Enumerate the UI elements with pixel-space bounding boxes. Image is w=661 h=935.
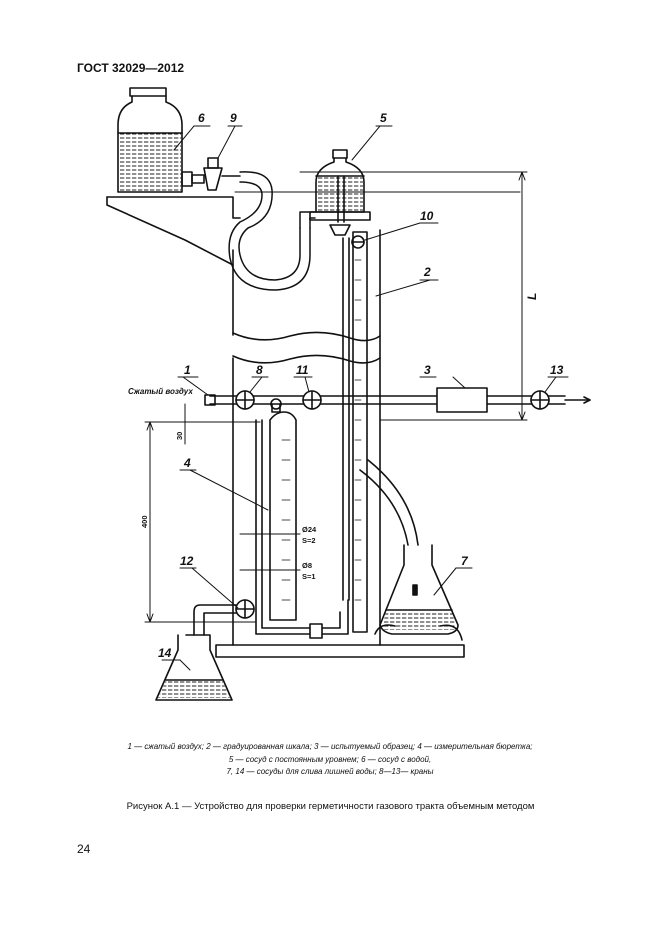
flexible-hose [228,171,316,291]
page-number: 24 [77,842,91,856]
top-shelf [106,171,528,266]
label-4: 4 [183,456,191,470]
label-10: 10 [420,209,434,223]
drain-flask-14 [155,634,233,701]
label-L: L [525,293,539,300]
legend-line-2: 5 — сосуд с постоянным уровнем; 6 — сосу… [228,754,432,764]
stand-frame [215,229,465,658]
drain-flask-7 [374,544,463,641]
legend-line-3: 7, 14 — сосуды для слива лишней воды; 8—… [226,767,434,776]
air-line [204,394,591,406]
water-vessel-6 [117,87,241,193]
label-6: 6 [198,111,205,125]
figure-caption: Рисунок А.1 — Устройство для проверки ге… [126,801,535,812]
graduated-scale-2 [342,231,419,633]
label-11: 11 [296,363,309,377]
valve-12[interactable] [235,599,255,619]
dim-s2: S=2 [302,536,316,545]
label-1: 1 [184,363,191,377]
label-2: 2 [423,265,431,279]
dim-30: 30 [175,432,184,440]
label-13: 13 [550,363,564,377]
standard-header: ГОСТ 32029—2012 [77,61,185,75]
diameter-marks [239,533,301,571]
valve-10[interactable] [351,235,365,249]
dimension-L [379,171,528,421]
dim-d24: Ø24 [302,525,317,534]
measuring-burette-4 [255,398,349,639]
constant-level-vessel-5 [309,149,371,236]
inlet-label: Сжатый воздух [128,387,193,396]
label-12: 12 [180,554,194,568]
label-3: 3 [424,363,431,377]
label-9: 9 [230,111,237,125]
valve-11[interactable] [302,390,322,410]
dim-400: 400 [140,515,149,528]
dimension-30-400 [144,403,261,623]
label-5: 5 [380,111,387,125]
figure-legend: 1 — сжатый воздух; 2 — градуированная шк… [90,741,570,779]
test-specimen-3 [436,387,488,413]
dim-s1: S=1 [302,572,316,581]
valve-13[interactable] [530,390,550,410]
label-8: 8 [256,363,263,377]
label-7: 7 [461,554,469,568]
legend-line-1: 1 — сжатый воздух; 2 — градуированная шк… [127,742,533,751]
leader-lines [161,125,569,671]
dim-d8: Ø8 [302,561,312,570]
label-14: 14 [158,646,172,660]
valve-8[interactable] [235,390,255,410]
